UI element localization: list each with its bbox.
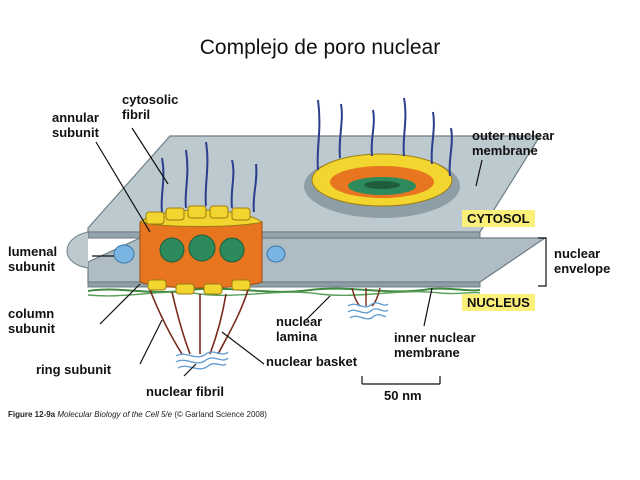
label-inner-nuclear-membrane: inner nuclear membrane <box>394 330 476 360</box>
label-annular-subunit: annular subunit <box>52 110 99 140</box>
diagram-title: Complejo de poro nuclear <box>199 36 441 59</box>
nuclear-lamina-mesh-2 <box>87 290 481 297</box>
label-nuclear-basket: nuclear basket <box>266 354 358 369</box>
back-pore-fibrils <box>316 97 453 177</box>
tag-nucleus: NUCLEUS <box>462 294 535 311</box>
caption-book: Molecular Biology of the Cell 5/e <box>57 410 173 419</box>
label-lumenal-subunit: lumenal subunit <box>8 244 58 274</box>
label-scale-bar: 50 nm <box>384 388 422 403</box>
caption-credit: (© Garland Science 2008) <box>174 410 267 419</box>
pore-complex-front <box>113 205 286 295</box>
leader-lines <box>92 127 547 385</box>
front-pore-fibrils <box>160 141 258 213</box>
label-ring-subunit: ring subunit <box>36 362 112 377</box>
label-nuclear-fibril: nuclear fibril <box>146 384 225 399</box>
caption-figure: Figure 12-9a <box>8 410 56 419</box>
label-outer-nuclear-membrane: outer nuclear membrane <box>472 128 555 158</box>
nuclear-basket <box>149 289 249 355</box>
figure-caption: Figure 12-9a Molecular Biology of the Ce… <box>8 410 267 419</box>
label-cytosolic-fibril: cytosolic fibril <box>122 92 179 122</box>
tag-cytosol: CYTOSOL <box>462 210 535 227</box>
nuclear-lamina-mesh <box>87 287 481 293</box>
label-nuclear-lamina: nuclear lamina <box>276 314 323 344</box>
label-nuclear-envelope: nuclear envelope <box>554 246 611 276</box>
nuclear-fibril-front <box>175 351 229 370</box>
label-column-subunit: column subunit <box>8 306 55 336</box>
back-pore-basket <box>347 287 389 320</box>
pore-complex-back <box>304 153 460 218</box>
